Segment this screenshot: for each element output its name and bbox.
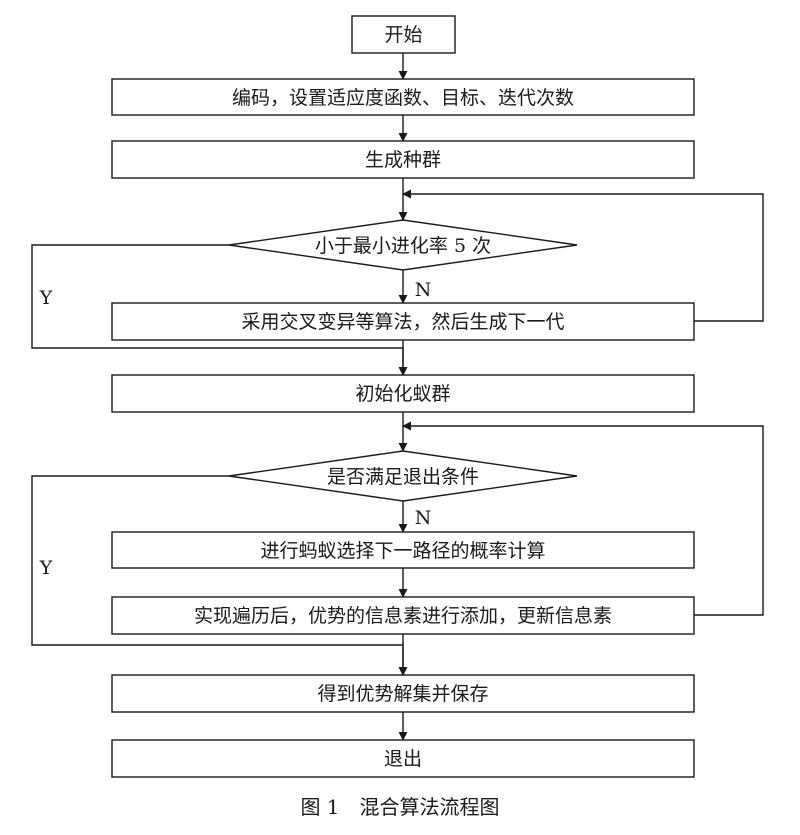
cond1-yes-label: Y: [39, 287, 53, 309]
figure-caption: 图 1 混合算法流程图: [300, 795, 499, 819]
cond1-no-label: N: [415, 279, 432, 301]
cond1-diamond: [228, 219, 578, 271]
cond1-text: 小于最小进化率 5 次: [315, 235, 491, 257]
init-ants-text: 初始化蚁群: [355, 383, 450, 405]
crossover-text: 采用交叉变异等算法，然后生成下一代: [241, 311, 564, 333]
arrow-cond1-yes: [31, 244, 408, 376]
arrow-traverse-loop: [402, 421, 764, 616]
traverse-text: 实现遍历后，优势的信息素进行添加，更新信息素: [194, 605, 612, 627]
cond2-text: 是否满足退出条件: [327, 466, 479, 488]
arrow-cond2-yes: [31, 475, 408, 676]
start-text: 开始: [384, 24, 422, 46]
arrow-crossover-loop: [402, 189, 764, 322]
cond2-diamond: [228, 450, 578, 502]
cond2-no-label: N: [415, 507, 432, 529]
exit-text: 退出: [384, 748, 422, 770]
encode-text: 编码，设置适应度函数、目标、迭代次数: [232, 87, 574, 109]
save-text: 得到优势解集并保存: [317, 683, 488, 705]
cond2-yes-label: Y: [39, 557, 53, 579]
prob-text: 进行蚂蚁选择下一路径的概率计算: [260, 540, 545, 562]
gen-pop-text: 生成种群: [365, 149, 441, 171]
